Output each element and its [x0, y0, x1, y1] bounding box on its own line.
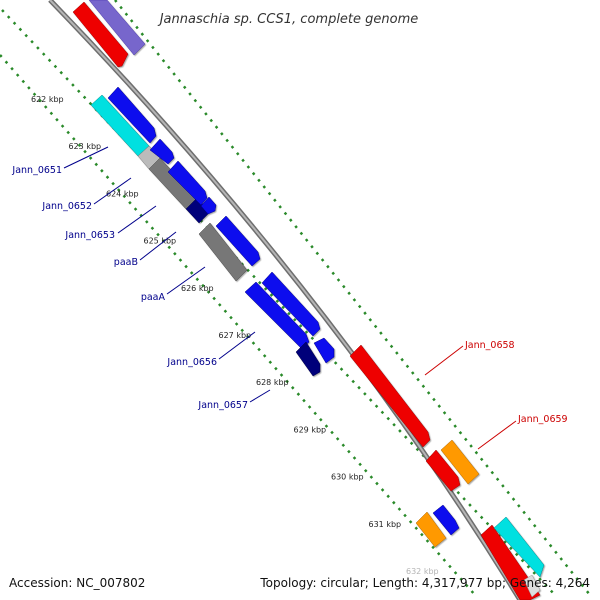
- feature-red-0658: [349, 344, 431, 448]
- tick-label: 630 kbp: [331, 473, 364, 482]
- gene-label-0657: Jann_0657: [197, 400, 248, 411]
- callout-paaB: [139, 231, 177, 261]
- feature-grey-paaA: [198, 222, 248, 282]
- tick-label: 622 kbp: [31, 95, 64, 104]
- gene-labels: Jann_0651 Jann_0652 Jann_0653 paaB paaA …: [11, 165, 567, 425]
- callout-0653: [117, 205, 157, 234]
- gene-label-paaA: paaA: [141, 292, 166, 303]
- feature-blue-8: [313, 337, 335, 364]
- accession-text: Accession: NC_007802: [9, 576, 145, 590]
- features: [72, 0, 545, 600]
- feature-cyan-bottom: [493, 516, 545, 578]
- topology-text: Topology: circular; Length: 4,317,977 bp…: [259, 576, 590, 590]
- callout-0658: [424, 345, 464, 376]
- gene-label-0653: Jann_0653: [64, 230, 115, 241]
- feature-blue-7: [261, 271, 321, 337]
- tick-label: 631 kbp: [369, 520, 402, 529]
- callout-0652: [93, 177, 132, 205]
- feature-blue-5: [215, 215, 261, 267]
- tick-label: 627 kbp: [219, 331, 252, 340]
- feature-purple-top: [88, 0, 146, 56]
- middle-dotted-guide: [1, 9, 556, 596]
- gene-label-0658: Jann_0658: [464, 340, 515, 351]
- gene-label-0659: Jann_0659: [517, 414, 568, 425]
- feature-orange-2: [415, 511, 447, 548]
- feature-blue-6: [244, 281, 310, 350]
- gene-label-0656: Jann_0656: [166, 357, 217, 368]
- kbp-ticks: 622 kbp 623 kbp 624 kbp 625 kbp 626 kbp 627 k…: [31, 95, 439, 576]
- feature-blue-3: [167, 160, 208, 206]
- feature-blue-1: [107, 86, 157, 144]
- callout-0656: [218, 331, 256, 360]
- dotted-guides: [0, 0, 591, 596]
- feature-grey-bottom: [523, 574, 541, 598]
- feature-darkblue-0657: [295, 341, 321, 377]
- feature-red-0659: [425, 449, 461, 492]
- callout-0659: [477, 420, 517, 450]
- gene-label-paaB: paaB: [114, 257, 138, 268]
- callout-0651: [63, 146, 109, 169]
- feature-blue-4: [200, 196, 217, 215]
- inner-dotted-guide: [0, 54, 476, 596]
- gene-label-0652: Jann_0652: [41, 201, 92, 212]
- map-title: Jannaschia sp. CCS1, complete genome: [157, 12, 419, 27]
- backbone-highlight: [49, 0, 521, 600]
- tick-label: 625 kbp: [144, 237, 177, 246]
- callout-paaA: [166, 266, 206, 295]
- tick-label: 632 kbp: [406, 567, 439, 576]
- feature-orange-1: [440, 439, 480, 485]
- tick-label: 629 kbp: [294, 425, 327, 434]
- backbone: [48, 0, 523, 600]
- tick-label: 623 kbp: [69, 142, 102, 151]
- feature-blue-2: [149, 138, 175, 165]
- callout-lines: [63, 146, 517, 450]
- feature-blue-9: [432, 504, 460, 536]
- feature-red-top: [72, 1, 129, 68]
- tick-label: 626 kbp: [181, 284, 214, 293]
- tick-label: 624 kbp: [106, 189, 139, 198]
- callout-0657: [249, 389, 271, 403]
- tick-label: 628 kbp: [256, 378, 289, 387]
- gene-label-0651: Jann_0651: [11, 165, 62, 176]
- outer-dotted-guide: [114, 0, 591, 596]
